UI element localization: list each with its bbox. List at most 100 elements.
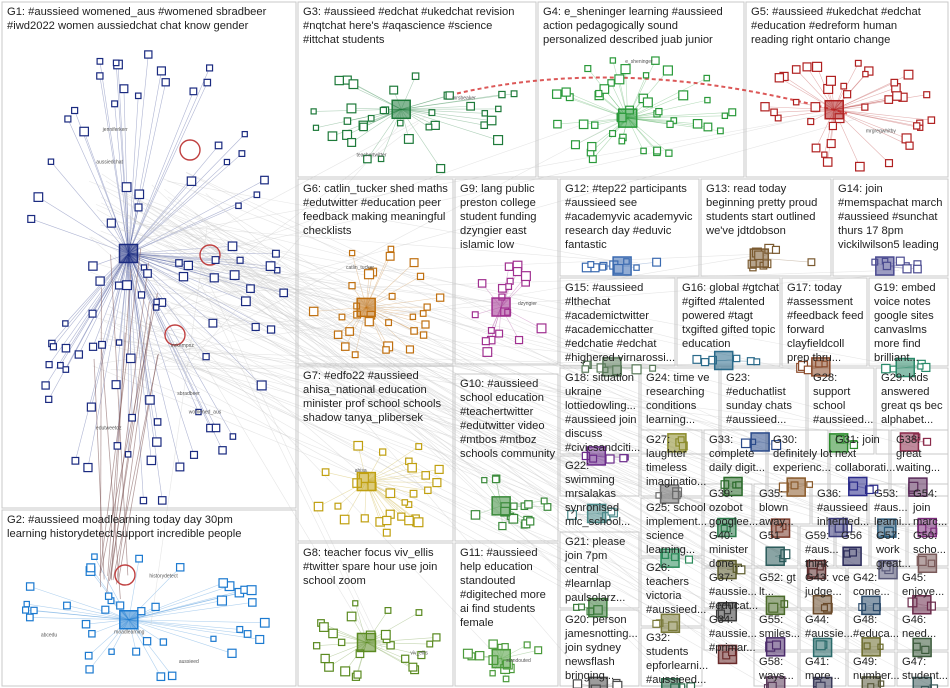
- node: [829, 122, 836, 129]
- group-label-line: #aussieed #sunchat: [838, 211, 938, 223]
- group-label-g51: G51: [759, 530, 780, 542]
- group-label-line: imaginatio...: [646, 476, 706, 488]
- group-label-line: thurs 17 8pm: [838, 225, 903, 237]
- group-label-line: ozobot: [709, 502, 743, 514]
- node: [813, 62, 822, 71]
- node: [72, 108, 78, 114]
- node: [733, 355, 739, 361]
- node: [416, 610, 422, 616]
- group-label-line: G19: embed: [874, 282, 936, 294]
- node: [589, 156, 596, 163]
- group-label-line: G22:: [565, 460, 589, 472]
- node: [481, 122, 487, 128]
- node: [340, 515, 348, 523]
- node: [84, 464, 92, 472]
- node-label: ahisa: [355, 468, 367, 474]
- node: [824, 85, 833, 94]
- node: [891, 79, 897, 85]
- group-label-line: ahisa_national education: [303, 384, 427, 396]
- group-label-line: #ittchat students: [303, 34, 385, 46]
- edge: [128, 162, 226, 253]
- edge: [128, 91, 193, 253]
- group-label-line: answered: [881, 386, 930, 398]
- node: [135, 190, 143, 198]
- group-label-line: #educa...: [853, 628, 899, 640]
- node: [237, 627, 243, 633]
- group-label-line: G5: #aussieed #ukedchat #edchat: [751, 6, 922, 18]
- group-label-line: researching: [646, 386, 704, 398]
- group-label-line: #aussieed see: [565, 197, 637, 209]
- node: [154, 299, 159, 304]
- node: [537, 324, 546, 333]
- group-label-line: shadow tanya_plibersek: [303, 412, 423, 424]
- node: [663, 66, 672, 75]
- edge: [401, 109, 491, 120]
- node-label: aussieed: [179, 659, 199, 665]
- node: [435, 465, 443, 473]
- node: [187, 177, 195, 185]
- group-label-line: collaborati...: [835, 462, 895, 474]
- node: [823, 158, 831, 166]
- node: [386, 252, 394, 260]
- node: [398, 513, 405, 520]
- group-label-line: txgifted gifted topic: [682, 324, 776, 336]
- node: [348, 139, 356, 147]
- node: [160, 639, 166, 645]
- node: [154, 305, 159, 310]
- node: [535, 647, 542, 654]
- group-label-line: checklists: [303, 225, 352, 237]
- group-label-line: #edutwitter #education peer: [303, 197, 441, 209]
- node: [650, 365, 656, 371]
- group-label-line: G53:: [874, 488, 898, 500]
- group-label-line: marc...: [913, 516, 947, 528]
- node: [266, 262, 275, 271]
- group-label-line: #highered virnarossi...: [565, 352, 675, 364]
- node: [643, 98, 652, 107]
- node: [924, 92, 930, 98]
- node: [406, 346, 413, 353]
- group-label-line: #edutwitter video: [460, 420, 545, 432]
- node: [792, 66, 799, 73]
- node: [168, 672, 175, 679]
- group-label-g54: G54:joinmarc...: [912, 488, 947, 528]
- group-label-line: timeless: [646, 462, 687, 474]
- node: [656, 109, 662, 115]
- group-label-line: G48:: [853, 614, 877, 626]
- node: [489, 640, 497, 648]
- group-label-line: experienc...: [773, 462, 831, 474]
- node: [252, 323, 259, 330]
- node: [634, 265, 639, 270]
- group-label-line: #aussieed...: [726, 414, 786, 426]
- group-label-line: #aussieed...: [646, 604, 706, 616]
- node: [918, 364, 923, 369]
- node: [398, 120, 403, 125]
- hub-node: [619, 109, 637, 127]
- group-label-line: #aus...: [874, 502, 908, 514]
- group-label-line: G44:: [805, 614, 829, 626]
- node: [176, 463, 184, 471]
- node: [386, 320, 392, 326]
- group-label-line: G21: please: [565, 536, 625, 548]
- node: [354, 441, 363, 450]
- group-label-line: #aussieed: [817, 502, 868, 514]
- group-label-g12: G12: #tep22 participants#aussieed see#ac…: [565, 183, 693, 251]
- node: [320, 623, 329, 632]
- node: [467, 102, 475, 110]
- node: [140, 497, 146, 503]
- node: [513, 268, 521, 276]
- group-label-line: G8: teacher focus viv_ellis: [303, 547, 434, 559]
- node: [322, 469, 329, 476]
- group-label-line: G34:: [709, 614, 733, 626]
- group-label-line: G35:: [759, 488, 783, 500]
- node: [46, 396, 52, 402]
- hub-node: [913, 638, 931, 656]
- hub-node: [392, 100, 410, 118]
- node: [383, 516, 391, 524]
- node: [116, 340, 121, 345]
- node: [903, 265, 911, 273]
- group-label-g34: G34:#aussie...#primar...: [709, 614, 757, 654]
- group-label-line: school education: [460, 392, 544, 404]
- node: [812, 144, 820, 152]
- node: [113, 60, 118, 65]
- node: [135, 204, 142, 211]
